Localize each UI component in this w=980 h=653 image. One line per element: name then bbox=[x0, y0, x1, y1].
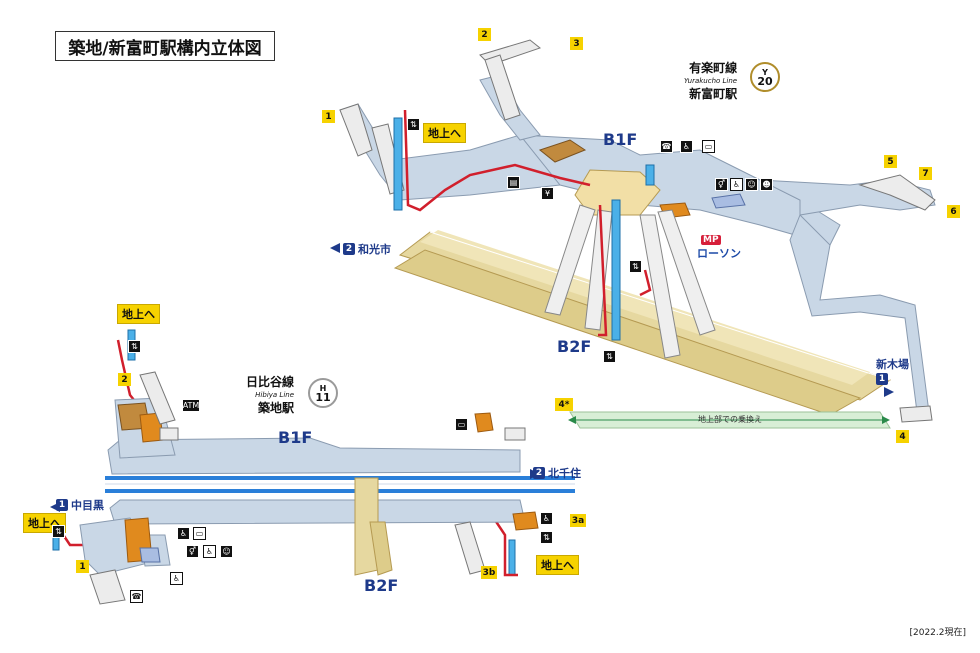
ticket-gate-icon: ▤ bbox=[507, 176, 520, 189]
atm-icon: ATM bbox=[182, 399, 200, 412]
elevator-icon-b2f-lower: ⇅ bbox=[603, 350, 616, 363]
map-title: 築地/新富町駅構内立体図 bbox=[55, 31, 275, 61]
hibiya-line-badge: H 11 bbox=[308, 378, 338, 408]
exit-4-star[interactable]: 4* bbox=[555, 398, 573, 411]
elevator-icon-h1: ⇅ bbox=[52, 525, 65, 538]
yurakucho-platform bbox=[393, 230, 892, 416]
lawson-label: ローソン bbox=[697, 247, 741, 260]
toilet-icon: ⚥ bbox=[715, 178, 728, 191]
exit-3a[interactable]: 3a bbox=[570, 514, 586, 527]
lawson-mp-logo: MP bbox=[701, 235, 721, 245]
shinkiba-label: 新木場 bbox=[876, 358, 909, 371]
yurakucho-concourse bbox=[339, 74, 936, 421]
exit-6[interactable]: 6 bbox=[947, 205, 960, 218]
transfer-label: 地上部での乗換え bbox=[698, 415, 762, 424]
family-icon: ☺ bbox=[745, 178, 758, 191]
yurakucho-floor-b2f: B2F bbox=[557, 337, 592, 356]
kitasenju-line-number: 2 bbox=[533, 467, 545, 479]
date-note: [2022.2現在] bbox=[909, 628, 966, 638]
wakoshi-label: 和光市 bbox=[358, 243, 391, 256]
family-icon-lower: ☺ bbox=[220, 545, 233, 558]
elevator-icon-h2: ⇅ bbox=[128, 340, 141, 353]
hibiya-floor-b2f: B2F bbox=[364, 576, 399, 595]
to-ground-tag-h2: 地上へ bbox=[117, 304, 160, 324]
yurakucho-badge-number: 20 bbox=[757, 75, 773, 88]
kitasenju-label: 北千住 bbox=[548, 467, 581, 480]
exit-h1[interactable]: 1 bbox=[76, 560, 89, 573]
accessible-icon: ♿ bbox=[730, 178, 743, 191]
elevator-icon-b2f: ⇅ bbox=[629, 260, 642, 273]
ticket-machine-icon-lower: ▭ bbox=[193, 527, 206, 540]
transfer-band bbox=[568, 411, 891, 429]
hibiya-badge-letter: H bbox=[319, 384, 327, 393]
direction-kitasenju: 2 北千住 bbox=[533, 465, 581, 481]
yurakucho-line-en: Yurakucho Line bbox=[684, 77, 738, 85]
baby-icon: ☻ bbox=[760, 178, 773, 191]
hibiya-line-label: 日比谷線 Hibiya Line 築地駅 bbox=[246, 376, 294, 415]
nakameguro-label: 中目黒 bbox=[71, 499, 104, 512]
yurakucho-line-label: 有楽町線 Yurakucho Line 新富町駅 bbox=[684, 62, 737, 101]
exit-2[interactable]: 2 bbox=[478, 28, 491, 41]
yurakucho-station-name: 新富町駅 bbox=[689, 87, 738, 101]
phone-icon-lower: ☎ bbox=[130, 590, 143, 603]
exit-3[interactable]: 3 bbox=[570, 37, 583, 50]
exit-5[interactable]: 5 bbox=[884, 155, 897, 168]
lawson-store: MP ローソン bbox=[697, 232, 741, 261]
direction-nakameguro: 1 中目黒 bbox=[56, 497, 104, 513]
to-ground-tag-upper: 地上へ bbox=[423, 123, 466, 143]
hibiya-b2f-passage bbox=[354, 477, 393, 576]
to-ground-tag-3b: 地上へ bbox=[536, 555, 579, 575]
hibiya-station-name: 築地駅 bbox=[258, 401, 295, 415]
hibiya-line-jp: 日比谷線 bbox=[246, 375, 295, 389]
fare-adjust-icon: ¥ bbox=[541, 187, 554, 200]
yurakucho-badge-letter: Y bbox=[762, 68, 768, 77]
yurakucho-floor-b1f: B1F bbox=[603, 130, 638, 149]
hibiya-line-en: Hibiya Line bbox=[255, 391, 295, 399]
shinkiba-line-number: 1 bbox=[876, 373, 888, 385]
direction-shinkiba: 新木場 1 bbox=[876, 356, 909, 385]
toilet-icon-lower: ⚥ bbox=[186, 545, 199, 558]
hibiya-badge-number: 11 bbox=[315, 391, 331, 404]
restroom-icon-lower: ♿ bbox=[177, 527, 190, 540]
elevator-icon-3b: ⇅ bbox=[540, 531, 553, 544]
accessible-icon-lower: ♿ bbox=[203, 545, 216, 558]
nakameguro-line-number: 1 bbox=[56, 499, 68, 511]
restroom-icon-3a: ♿ bbox=[540, 512, 553, 525]
exit-1-upper[interactable]: 1 bbox=[322, 110, 335, 123]
wheelchair-icon: ♿ bbox=[170, 572, 183, 585]
exit-h2[interactable]: 2 bbox=[118, 373, 131, 386]
yurakucho-line-jp: 有楽町線 bbox=[689, 61, 738, 75]
hibiya-tracks bbox=[105, 476, 575, 493]
ticket-machine-icon-right: ▭ bbox=[455, 418, 468, 431]
exit-7[interactable]: 7 bbox=[919, 167, 932, 180]
wakoshi-line-number: 2 bbox=[343, 243, 355, 255]
hibiya-shops bbox=[117, 402, 539, 563]
exit-4[interactable]: 4 bbox=[896, 430, 909, 443]
direction-wakoshi: 2 和光市 bbox=[343, 241, 391, 257]
phone-icon: ☎ bbox=[660, 140, 673, 153]
ticket-machine-icon: ▭ bbox=[702, 140, 715, 153]
stairs-lower bbox=[89, 371, 526, 605]
escalator-trusses bbox=[544, 204, 716, 359]
restroom-icon: ♿ bbox=[680, 140, 693, 153]
elevator-icon: ⇅ bbox=[407, 118, 420, 131]
exit-3b[interactable]: 3b bbox=[481, 566, 497, 579]
hibiya-floor-b1f: B1F bbox=[278, 428, 313, 447]
yurakucho-line-badge: Y 20 bbox=[750, 62, 780, 92]
